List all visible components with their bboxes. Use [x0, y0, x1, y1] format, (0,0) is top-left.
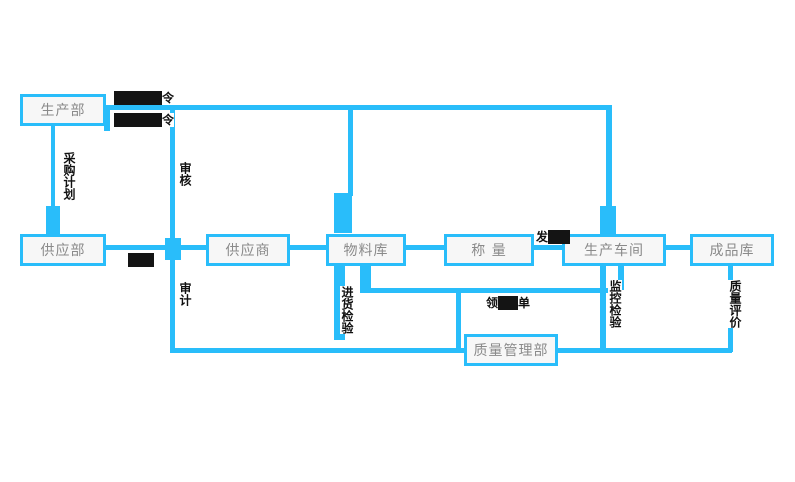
node-finished-store[interactable]: 成品库: [690, 234, 774, 266]
connector-bottom-bus: [170, 348, 732, 353]
node-production-shop-label: 生产车间: [584, 243, 644, 259]
node-production-dept-label: 生产部: [40, 103, 86, 119]
node-supply-dept-label: 供应部: [40, 243, 86, 259]
connector-quality-to-bottombus-right: [556, 348, 596, 353]
connector-incoming-inspect-right: [360, 260, 371, 292]
edge-label-order-top-visible: 令: [162, 91, 175, 105]
connector-monitor-inspect-right: [618, 260, 624, 290]
connector-material-to-weighing: [404, 245, 444, 250]
connector-review-trunk: [170, 108, 175, 238]
connector-junction-to-supplier: [172, 245, 208, 250]
connector-topbus-to-shop-thin: [606, 105, 612, 235]
redaction-bar: [498, 296, 519, 310]
node-material-store-label: 物料库: [343, 243, 389, 259]
edge-label-quality-evaluation: 质量评价: [728, 280, 742, 328]
edge-label-audit: 审计: [178, 282, 192, 306]
connector-weighing-to-shop: [532, 245, 564, 250]
connector-production-to-supply-thin: [51, 124, 55, 214]
edge-label-purchase-plan: 采购计划: [62, 152, 76, 200]
connector-topbus-to-shop-thick: [600, 206, 616, 236]
redaction-bar: [128, 253, 154, 267]
edge-label-issue-material-redacted: 发: [536, 230, 571, 244]
connector-shop-to-finished: [664, 245, 692, 250]
edge-label-review: 审核: [178, 162, 192, 186]
node-supplier-label: 供应商: [225, 243, 271, 259]
edge-label-requisition-visible-first: 领: [486, 296, 499, 310]
edge-label-order-second-redacted: 令: [114, 113, 175, 127]
edge-label-monitor-inspection: 监控检验: [608, 280, 622, 328]
edge-label-supply-order-redacted: [128, 253, 154, 267]
node-supplier[interactable]: 供应商: [206, 234, 290, 266]
edge-label-requisition-redacted: 领单: [486, 296, 531, 310]
edge-label-order-second-visible: 令: [162, 113, 175, 127]
node-production-dept[interactable]: 生产部: [20, 94, 106, 126]
redaction-bar: [548, 230, 571, 244]
node-finished-store-label: 成品库: [709, 243, 755, 259]
connector-monitor-inspect-left: [600, 260, 606, 352]
node-quality-dept[interactable]: 质量管理部: [464, 334, 558, 366]
node-supply-dept[interactable]: 供应部: [20, 234, 106, 266]
connector-production-to-supply-thick: [46, 206, 60, 242]
connector-top-bus: [104, 105, 612, 110]
node-weighing-label: 称 量: [471, 243, 507, 259]
redaction-bar: [114, 91, 162, 105]
node-quality-dept-label: 质量管理部: [473, 343, 549, 359]
connector-supply-to-junction: [104, 245, 174, 250]
connector-supplier-to-material: [288, 245, 332, 250]
connector-requisition-right-drop: [456, 288, 461, 350]
edge-label-requisition-visible-last: 单: [518, 296, 531, 310]
connector-topbus-to-material-thin: [348, 108, 353, 196]
node-production-shop[interactable]: 生产车间: [562, 234, 666, 266]
node-weighing[interactable]: 称 量: [444, 234, 534, 266]
connector-requisition-horizontal: [360, 288, 610, 293]
edge-label-incoming-inspection: 进货检验: [340, 286, 354, 334]
edge-label-issue-material-visible: 发: [536, 230, 549, 244]
connector-top-bus-left-stub: [104, 105, 110, 131]
connector-incoming-inspect-left: [334, 260, 345, 340]
node-material-store[interactable]: 物料库: [326, 234, 406, 266]
connector-topbus-to-material-thick: [334, 193, 352, 233]
redaction-bar: [114, 113, 162, 127]
connector-audit-trunk: [170, 258, 175, 352]
edge-label-order-top-redacted: 令: [114, 91, 175, 105]
